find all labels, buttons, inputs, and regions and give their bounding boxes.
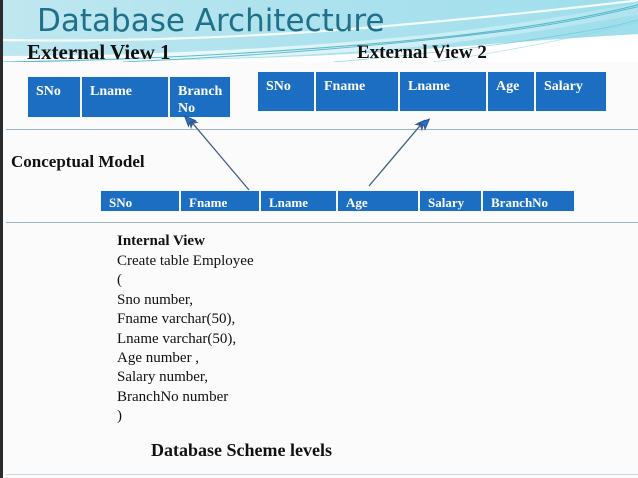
- internal-view-line: ): [117, 408, 122, 425]
- table-header-cell: SNo: [27, 76, 81, 118]
- table-header-cell: BranchNo: [482, 190, 575, 212]
- internal-view-block: Internal View Create table Employee ( Sn…: [117, 232, 447, 427]
- slide-footer-caption: Database Scheme levels: [151, 440, 332, 460]
- table-header-cell: Age: [487, 71, 535, 112]
- external-view-2-table: SNo Fname Lname Age Salary: [257, 71, 607, 112]
- page-title: Database Architecture: [37, 3, 385, 39]
- table-header-cell: Lname: [399, 71, 487, 112]
- section-divider: [6, 129, 638, 130]
- conceptual-model-heading: Conceptual Model: [11, 152, 145, 171]
- internal-view-line: Fname varchar(50),: [117, 311, 236, 328]
- table-header-cell: Age: [337, 190, 419, 212]
- bottom-divider: [6, 474, 638, 475]
- table-header-cell: Fname: [180, 190, 260, 212]
- arrow-conceptual-to-external-2: [368, 119, 426, 187]
- table-header-cell: SNo: [257, 71, 315, 112]
- external-view-1-table: SNo Lname Branch No: [27, 76, 231, 118]
- conceptual-model-table: SNo Fname Lname Age Salary BranchNo: [100, 190, 575, 212]
- table-header-cell: Salary: [535, 71, 607, 112]
- internal-view-heading: Internal View: [117, 233, 205, 249]
- external-view-2-heading: External View 2: [357, 42, 487, 63]
- table-header-cell: Fname: [315, 71, 399, 112]
- external-view-1-heading: External View 1: [27, 40, 171, 64]
- table-header-cell: Branch No: [169, 76, 231, 118]
- internal-view-line: (: [117, 272, 122, 289]
- table-header-cell: Salary: [419, 190, 482, 212]
- internal-view-line: Age number ,: [117, 350, 200, 367]
- table-header-cell: SNo: [100, 190, 180, 212]
- section-divider: [6, 222, 638, 223]
- internal-view-line: Create table Employee: [117, 253, 254, 269]
- internal-view-line: Sno number,: [117, 291, 194, 308]
- internal-view-line: Salary number,: [117, 369, 209, 386]
- table-header-cell: Lname: [81, 76, 169, 118]
- internal-view-line: Lname varchar(50),: [117, 330, 237, 347]
- internal-view-line: BranchNo number: [117, 388, 229, 405]
- table-header-cell: Lname: [260, 190, 337, 212]
